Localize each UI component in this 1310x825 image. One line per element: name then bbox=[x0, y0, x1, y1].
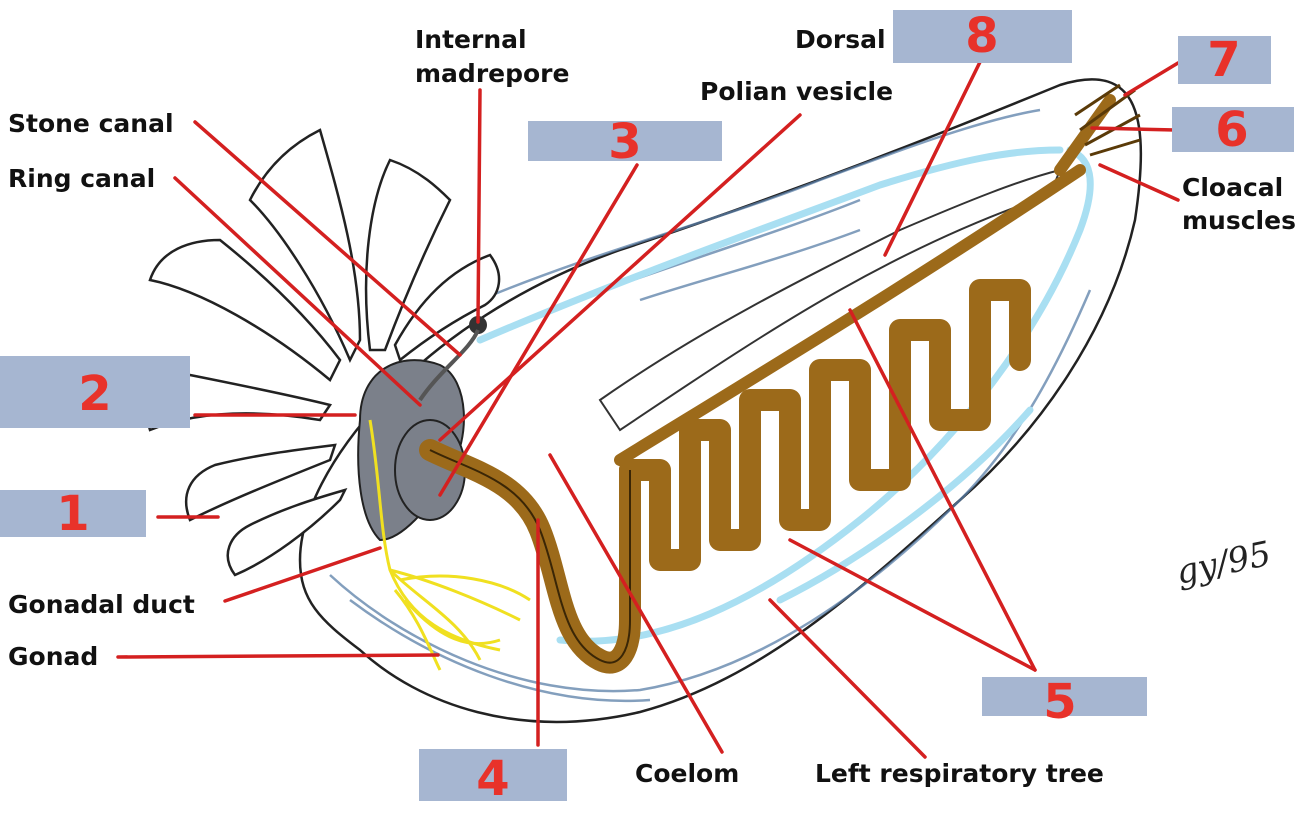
ring-canal-label: Ring canal bbox=[8, 164, 155, 193]
water-vessel bbox=[476, 146, 1094, 645]
answer-number-7: 7 bbox=[1207, 32, 1240, 88]
pharynx bbox=[357, 359, 466, 542]
answer-box-4[interactable]: 4 bbox=[419, 749, 567, 807]
answer-box-6[interactable]: 6 bbox=[1172, 102, 1294, 158]
cloacal-muscle-fibres bbox=[1074, 83, 1141, 157]
gonad-tubules bbox=[368, 419, 531, 671]
answer-number-1: 1 bbox=[56, 486, 89, 542]
stone-canal-label: Stone canal bbox=[8, 109, 174, 138]
cloacal-muscles-label: Cloacal bbox=[1182, 173, 1283, 202]
internal-madrepore-label-line2: madrepore bbox=[415, 59, 569, 88]
answer-box-3[interactable]: 3 bbox=[528, 114, 722, 170]
coelom-label: Coelom bbox=[635, 759, 739, 788]
gonad-label: Gonad bbox=[8, 642, 98, 671]
answer-box-2[interactable]: 2 bbox=[0, 356, 190, 428]
answer-number-8: 8 bbox=[965, 8, 998, 64]
answer-number-4: 4 bbox=[476, 751, 509, 807]
answer-box-5[interactable]: 5 bbox=[982, 674, 1147, 730]
printed-labels: Internal madrepore Dorsal Polian vesicle… bbox=[8, 25, 1296, 788]
answer-number-6: 6 bbox=[1215, 102, 1248, 158]
polian-vesicle-label: Polian vesicle bbox=[700, 77, 893, 106]
madrepore bbox=[469, 316, 487, 334]
dorsal-label: Dorsal bbox=[795, 25, 886, 54]
answer-number-2: 2 bbox=[78, 366, 111, 422]
cloacal-muscles-label-line2: muscles bbox=[1182, 206, 1296, 235]
answer-number-5: 5 bbox=[1043, 674, 1076, 730]
internal-madrepore-label: Internal bbox=[415, 25, 527, 54]
leader-lines bbox=[116, 60, 1180, 759]
cloaca bbox=[1054, 94, 1116, 176]
answer-box-1[interactable]: 1 bbox=[0, 486, 146, 542]
answer-box-7[interactable]: 7 bbox=[1178, 32, 1271, 88]
answer-number-3: 3 bbox=[608, 114, 641, 170]
stone-canal-tube bbox=[418, 329, 480, 402]
gut-outline bbox=[429, 449, 631, 664]
left-respiratory-tree-label: Left respiratory tree bbox=[815, 759, 1104, 788]
signature: gy/95 bbox=[1173, 534, 1275, 593]
answer-box-8[interactable]: 8 bbox=[893, 8, 1072, 64]
gonadal-duct-label: Gonadal duct bbox=[8, 590, 195, 619]
rectum bbox=[614, 164, 1086, 466]
